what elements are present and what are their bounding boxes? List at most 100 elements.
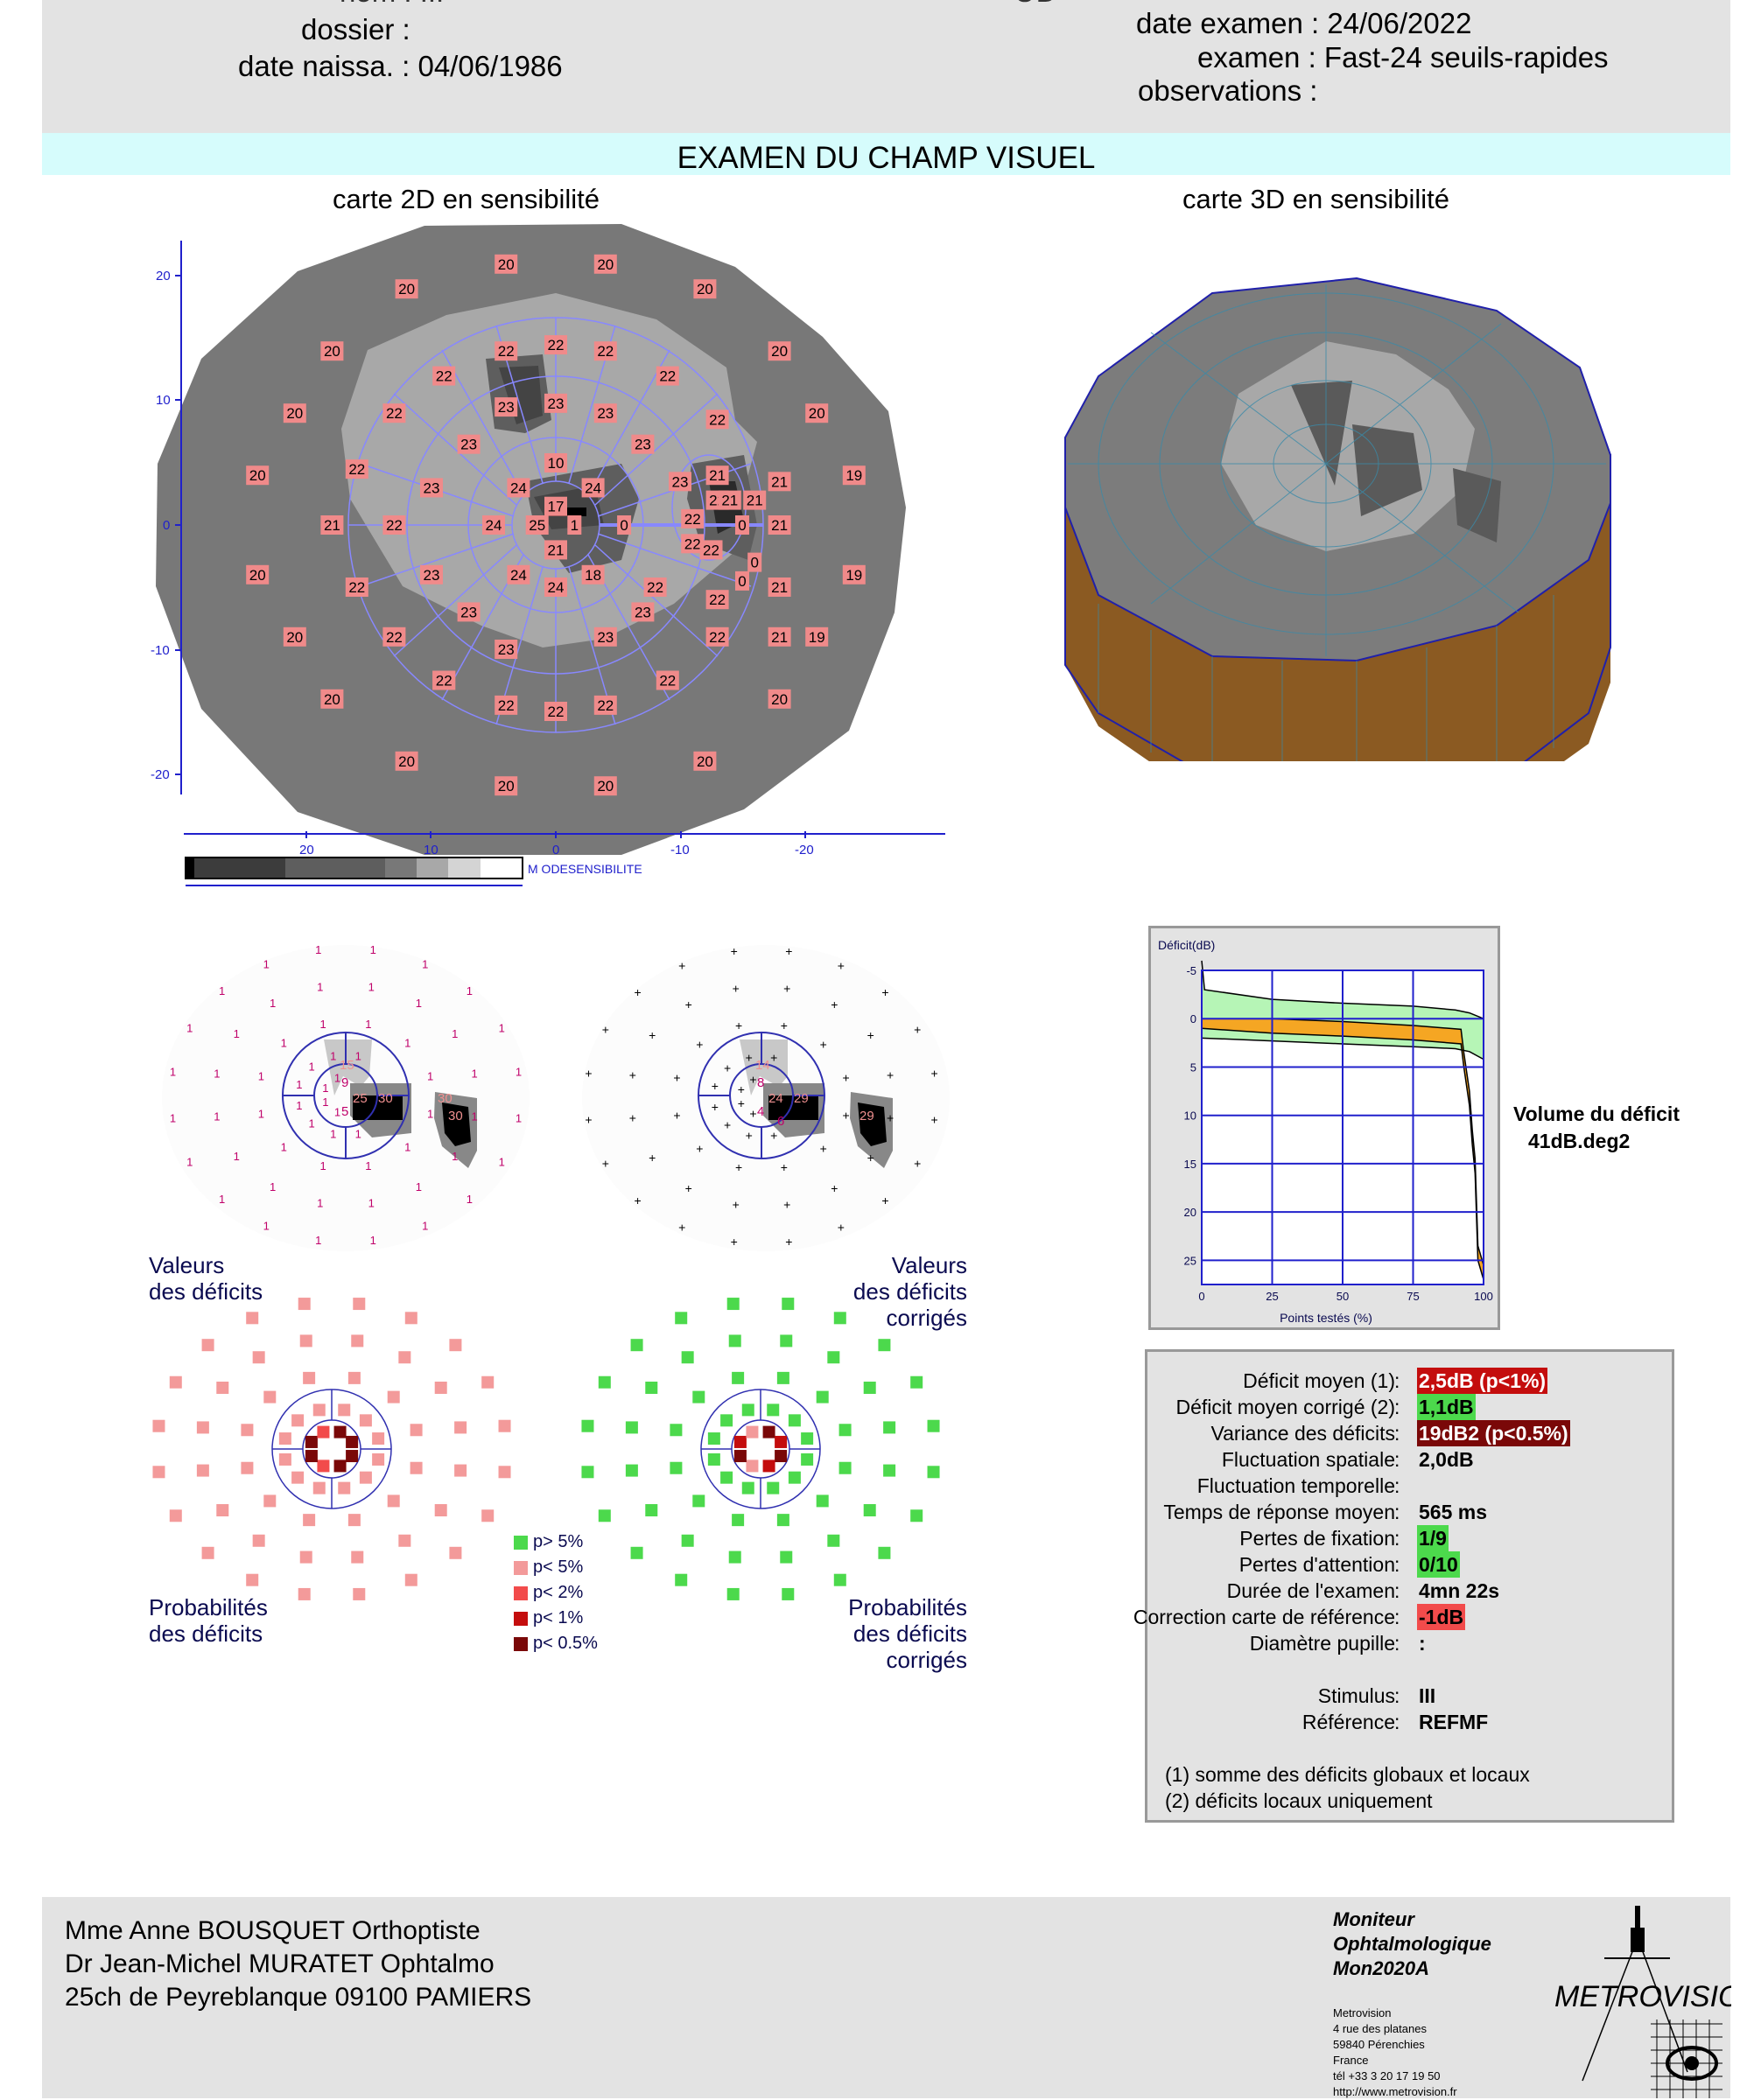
- note-2: (2) déficits locaux uniquement: [1165, 1789, 1433, 1812]
- stat-label: Durée de l'examen: [1226, 1579, 1395, 1602]
- svg-text:+: +: [887, 1068, 894, 1082]
- sensitivity-value: 23: [544, 393, 567, 413]
- note-1: (1) somme des déficits globaux et locaux: [1165, 1763, 1530, 1786]
- footer-orthoptist: Mme Anne BOUSQUET Orthoptiste: [65, 1916, 481, 1945]
- legend-p-lt-1: p< 1%: [514, 1606, 598, 1631]
- svg-text:15: 15: [340, 1058, 354, 1073]
- svg-text:+: +: [770, 1129, 777, 1143]
- address-country: France: [1333, 2054, 1369, 2067]
- dossier-label: dossier :: [301, 13, 410, 46]
- svg-text:1: 1: [219, 1193, 225, 1206]
- stat-label: Pertes d'attention: [1238, 1553, 1395, 1576]
- sensitivity-value: 20: [283, 626, 306, 647]
- address-website[interactable]: http://www.metrovision.fr: [1333, 2085, 1457, 2098]
- svg-text:10: 10: [156, 393, 171, 408]
- svg-text:1: 1: [334, 1105, 340, 1118]
- svg-text:22: 22: [386, 517, 403, 534]
- sensitivity-value: 20: [395, 279, 418, 299]
- corrected-label-line1: Valeurs: [891, 1252, 967, 1278]
- svg-text:+: +: [602, 1023, 609, 1037]
- svg-text:+: +: [930, 1067, 937, 1081]
- svg-text:5: 5: [341, 1104, 348, 1119]
- svg-text:30: 30: [438, 1091, 453, 1106]
- stat-label: Fluctuation spatiale: [1221, 1448, 1395, 1471]
- sensitivity-value: 20: [768, 689, 791, 709]
- stat-row: Déficit moyen (1):2,5dB (p<1%): [1243, 1368, 1548, 1394]
- svg-text:20: 20: [286, 405, 303, 422]
- sensitivity-value: 22: [681, 508, 705, 528]
- svg-text:1: 1: [427, 1108, 433, 1121]
- stat-row: Durée de l'examen:4mn 22s: [1226, 1579, 1500, 1602]
- svg-text:1: 1: [404, 1037, 410, 1050]
- prob-label-line1: Probabilités: [149, 1594, 268, 1620]
- svg-text:1: 1: [416, 997, 422, 1010]
- svg-text:1: 1: [516, 1111, 522, 1124]
- svg-text:22: 22: [647, 579, 663, 596]
- svg-text:1: 1: [186, 1155, 193, 1168]
- svg-text:1: 1: [472, 1067, 478, 1080]
- svg-text:1: 1: [370, 943, 376, 956]
- svg-text:+: +: [649, 1151, 656, 1165]
- sensitivity-value: 22: [382, 626, 406, 647]
- svg-text:1: 1: [317, 1197, 323, 1210]
- sensitivity-value: 22: [382, 403, 406, 424]
- stat-value: 19dB2 (p<0.5%): [1417, 1420, 1570, 1446]
- footer-doctor: Dr Jean-Michel MURATET Ophtalmo: [65, 1950, 495, 1978]
- svg-text:21: 21: [747, 493, 763, 509]
- stat-value: 0/10: [1417, 1551, 1460, 1578]
- stat-value: 4mn 22s: [1419, 1579, 1500, 1602]
- svg-text:0: 0: [620, 517, 628, 534]
- svg-text:23: 23: [460, 437, 477, 453]
- sensitivity-value: 20: [320, 689, 344, 709]
- svg-text:25: 25: [353, 1091, 368, 1106]
- svg-text:+: +: [749, 1106, 756, 1120]
- svg-text:+: +: [724, 1060, 731, 1074]
- stat-label: Diamètre pupille: [1249, 1632, 1395, 1655]
- sensitivity-scale: 20 10 0 -10 -20 M ODESENSIBILITE: [184, 831, 945, 886]
- svg-text:1: 1: [427, 1069, 433, 1082]
- svg-text:8: 8: [757, 1075, 764, 1090]
- svg-text:+: +: [629, 1111, 636, 1125]
- stat-label: Déficit moyen corrigé (2): [1175, 1396, 1395, 1418]
- svg-text:1: 1: [322, 1096, 328, 1109]
- svg-text:0: 0: [1198, 1290, 1204, 1303]
- svg-text:1: 1: [355, 1128, 361, 1141]
- stat-label: Fluctuation temporelle: [1196, 1474, 1395, 1497]
- sensitivity-value: 22: [593, 341, 617, 361]
- svg-text:22: 22: [684, 511, 701, 528]
- sensitivity-value: 22: [432, 366, 456, 386]
- brand-line-2: Ophtalmologique: [1333, 1933, 1491, 1955]
- exam-date-value: 24/06/2022: [1327, 7, 1472, 39]
- sensitivity-value: 23: [669, 472, 691, 492]
- svg-text:25: 25: [1266, 1290, 1278, 1303]
- sensitivity-value: 20: [283, 403, 306, 424]
- svg-text:0: 0: [1190, 1012, 1196, 1026]
- svg-text:+: +: [649, 1028, 656, 1042]
- svg-text:1: 1: [308, 1060, 314, 1073]
- svg-text:1: 1: [355, 1049, 361, 1062]
- sensitivity-value: 21: [743, 490, 767, 510]
- sensitivity-value: 23: [420, 564, 443, 584]
- svg-text:23: 23: [597, 629, 614, 646]
- sensitivity-value: 23: [495, 640, 518, 659]
- svg-text:21: 21: [771, 473, 788, 490]
- svg-text:METROVISION: METROVISION: [1554, 1980, 1731, 2013]
- svg-text:29: 29: [859, 1109, 874, 1124]
- svg-text:23: 23: [635, 604, 651, 620]
- svg-text:1: 1: [452, 1027, 458, 1040]
- birth-label: date naissa. :: [238, 50, 410, 82]
- sensitivity-value: 20: [768, 341, 791, 361]
- svg-text:1: 1: [472, 1110, 478, 1124]
- sensitivity-value: 22: [382, 515, 406, 535]
- svg-text:1: 1: [334, 1072, 340, 1085]
- svg-text:+: +: [746, 1129, 753, 1143]
- sensitivity-value: 22: [656, 366, 679, 386]
- prob-corrected-line2: des déficits corrigés: [852, 1620, 967, 1673]
- stat-label: Déficit moyen (1): [1243, 1369, 1395, 1392]
- sensitivity-value: 23: [457, 434, 481, 454]
- svg-text:+: +: [712, 1079, 719, 1093]
- svg-text:+: +: [867, 1151, 874, 1165]
- svg-text:23: 23: [498, 399, 515, 416]
